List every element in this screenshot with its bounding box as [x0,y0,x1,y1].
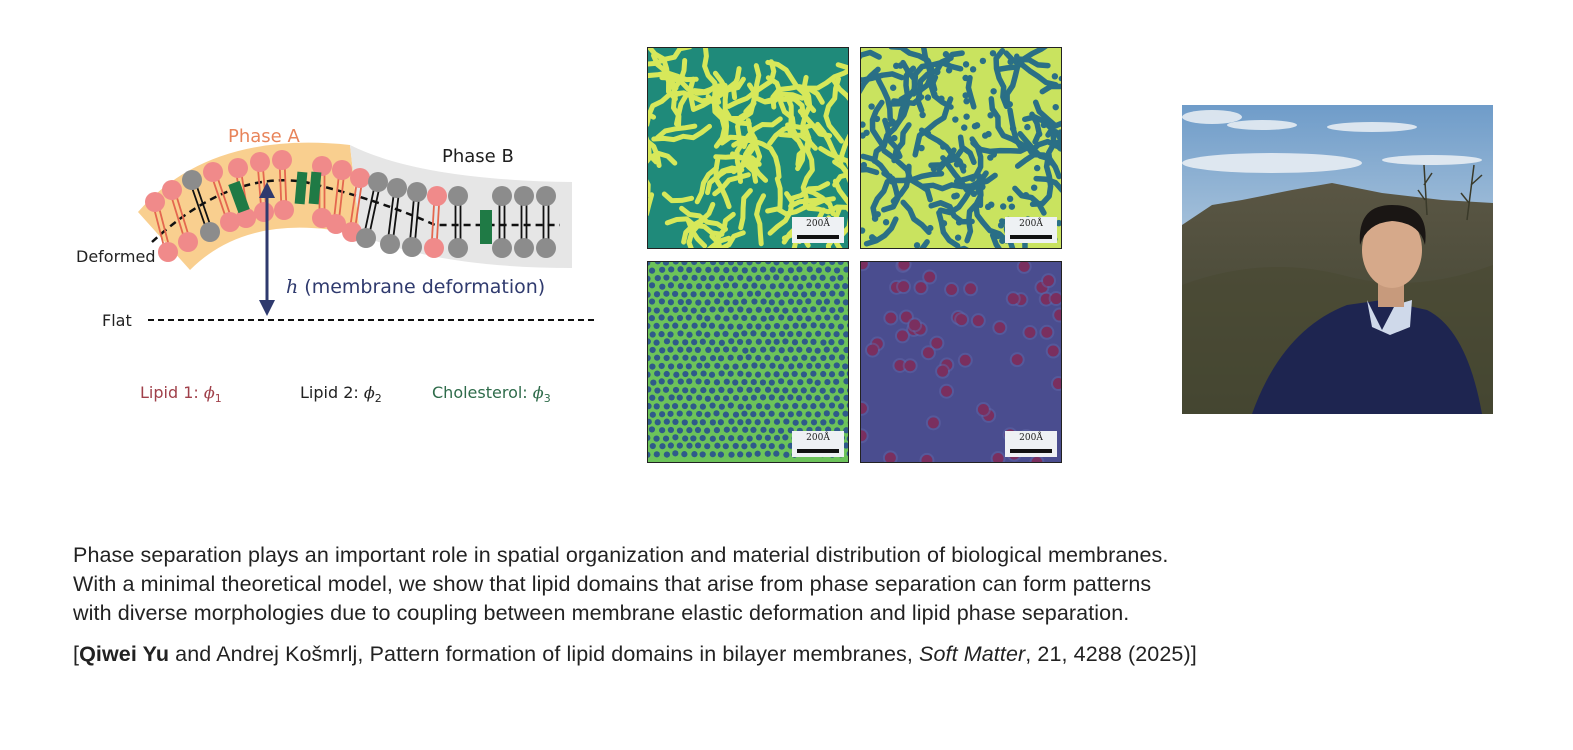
abstract-line-3: with diverse morphologies due to couplin… [73,601,1130,625]
lipid-molecules [145,150,556,262]
legend-lipid-1: Lipid 1: ϕ1 [140,383,222,405]
pattern-domains [861,48,1061,248]
scale-bar-line [1010,235,1052,239]
phase-b-label: Phase B [442,146,514,167]
scale-bar-line [797,449,839,453]
phi-index: 1 [214,392,222,406]
arrow-head-up [259,182,275,198]
h-symbol: h [286,276,299,298]
scale-bar: 200Å [792,431,844,457]
clouds [1182,110,1482,173]
lipid-2-molecule [380,178,407,254]
phi-symbol: ϕ [363,383,375,402]
pattern-domains [648,262,848,458]
citation: [Qiwei Yu and Andrej Košmrlj, Pattern fo… [73,642,1197,667]
lipid-2-molecule [492,186,512,258]
cholesterol-molecule [228,180,250,214]
portrait-image [1182,105,1493,414]
membrane-illustration [138,142,598,321]
flat-label: Flat [102,311,132,330]
pattern-image [861,262,1061,462]
sweater [1252,300,1482,414]
lipid-2-molecule [402,182,427,257]
scale-bar: 200Å [1005,217,1057,243]
lipid-1-molecule [162,180,198,252]
citation-details: , 21, 4288 (2025)] [1025,642,1197,666]
citation-journal: Soft Matter [919,642,1026,666]
lipid-2-molecule [356,172,388,248]
abstract-line-1: Phase separation plays an important role… [73,543,1169,567]
cholesterol-molecule [294,171,308,205]
phi-symbol: ϕ [203,383,215,402]
scale-bar: 200Å [1005,431,1057,457]
deformation-label: h (membrane deformation) [286,276,545,298]
scale-bar-label: 200Å [1019,219,1043,229]
simulation-panel-hexagonal: 200Å [647,261,849,463]
shrubs [1417,164,1483,221]
pattern-image [648,48,848,248]
deformed-label: Deformed [76,247,156,266]
cholesterol-molecule [480,210,492,244]
phi-symbol: ϕ [532,383,544,402]
face [1362,212,1422,288]
lipid-2-molecule [536,186,556,258]
legend-name: Cholesterol: [432,383,533,402]
simulation-panel-droplets: 200Å [860,261,1062,463]
lipid-1-molecule [145,192,178,262]
cholesterol-molecule [308,171,322,205]
lipid-2-molecule [182,170,220,242]
legend-lipid-2: Lipid 2: ϕ2 [300,383,382,405]
simulation-panel-stripes: 200Å [647,47,849,249]
simulation-panel-mixed: 200Å [860,47,1062,249]
scale-bar-label: 200Å [806,219,830,229]
pattern-domains [861,262,1061,462]
author-photo [1182,105,1493,414]
phase-a-label: Phase A [228,126,300,147]
citation-open-bracket: [ [73,642,80,666]
scale-bar-line [1010,449,1052,453]
citation-authors-title: and Andrej Košmrlj, Pattern formation of… [169,642,920,666]
legend-cholesterol: Cholesterol: ϕ3 [432,383,551,405]
hair [1359,205,1426,245]
lipid-1-molecule [250,152,274,222]
scale-bar-line [797,235,839,239]
scale-bar-label: 200Å [1019,433,1043,443]
phi-index: 2 [374,392,382,406]
citation-first-author: Qiwei Yu [79,642,170,666]
legend-name: Lipid 1: [140,383,204,402]
pattern-image [648,262,848,462]
pattern-image [861,48,1061,248]
lipid-1-molecule [424,186,447,258]
collar [1367,300,1412,335]
lipid-2-molecule [514,186,534,258]
lipid-2-molecule [448,186,468,258]
lipid-1-molecule [326,160,352,234]
scale-bar: 200Å [792,217,844,243]
membrane-diagram: Phase A Phase B Deformed Flat h (membran… [60,110,620,420]
legend-name: Lipid 2: [300,383,364,402]
lipid-1-molecule [203,162,240,232]
h-description: (membrane deformation) [304,276,546,298]
arrow-head-down [259,300,275,316]
phi-index: 3 [543,392,551,406]
lipid-1-molecule [272,150,294,220]
scale-bar-label: 200Å [806,433,830,443]
abstract-line-2: With a minimal theoretical model, we sho… [73,572,1152,596]
